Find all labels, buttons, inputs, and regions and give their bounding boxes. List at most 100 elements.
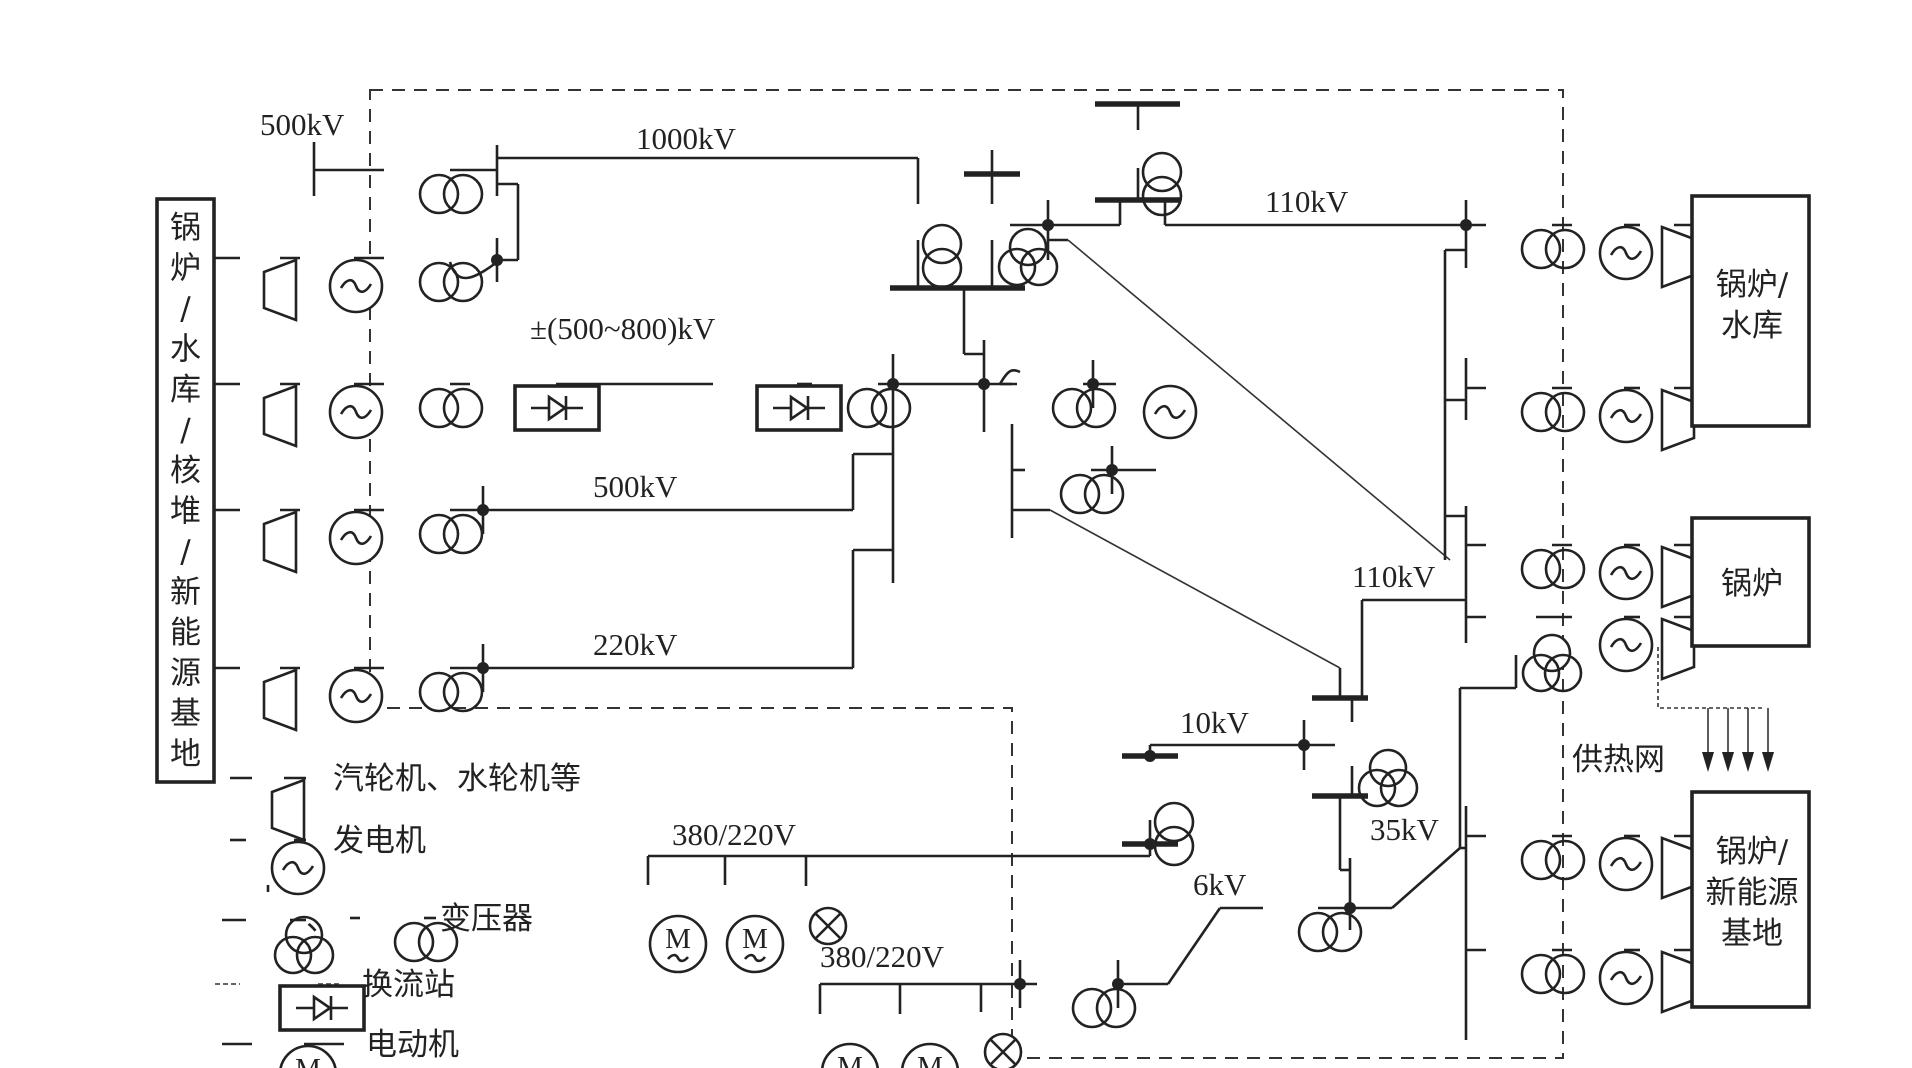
label-110kv-top: 110kV <box>1265 184 1349 219</box>
generator-icon <box>270 840 326 896</box>
box-top-line2: 水库 <box>1721 308 1783 344</box>
label-35kv: 35kV <box>1370 812 1440 847</box>
left-box-char: 库 <box>170 372 201 408</box>
left-box-char: 基 <box>170 696 201 732</box>
transformer-icon <box>846 387 912 429</box>
transformer-icon <box>1520 391 1586 433</box>
motor-icon <box>648 914 708 974</box>
right-110kv-buses <box>1360 200 1518 1040</box>
turbine-icon <box>1660 950 1696 1014</box>
motor-icon <box>820 1042 880 1068</box>
transformer-icon <box>1153 801 1195 867</box>
turbine-icon <box>1660 545 1696 609</box>
transformer-icon <box>1520 953 1586 995</box>
turbine-icon <box>262 510 298 574</box>
legend-transformer: 变压器 <box>440 901 533 937</box>
label-hvdc: ±(500~800)kV <box>530 311 716 346</box>
boiler-newenergy-box <box>1690 790 1811 1009</box>
legend-motor: 电动机 <box>366 1027 459 1063</box>
heat-arrow-icon <box>1742 752 1754 772</box>
right-boxes <box>1690 194 1811 1009</box>
converter-station-icon <box>513 384 601 432</box>
three-winding-transformer-icon <box>1521 633 1583 693</box>
turbine-icon <box>262 258 298 322</box>
boiler-box <box>1690 516 1811 648</box>
transformer-icon <box>1141 151 1183 217</box>
right-box-labels: 锅炉/ 水库 锅炉 锅炉/ 新能源 基地 供热网 <box>1572 267 1799 952</box>
converter-station-icon <box>755 384 843 432</box>
transformer-icon <box>1520 228 1586 270</box>
main-bus <box>851 354 895 668</box>
turbine-icon <box>1660 617 1696 681</box>
heating-network <box>1657 647 1774 772</box>
left-box-char: 锅 <box>170 210 201 246</box>
generator-icon <box>1142 384 1198 440</box>
heating-network-label: 供热网 <box>1572 742 1665 778</box>
box-bot-line3: 基地 <box>1721 916 1783 952</box>
box-bot-line1: 锅炉/ <box>1716 834 1789 870</box>
left-box-char: 能 <box>170 615 201 651</box>
generator-icon <box>1598 617 1654 673</box>
right-generators <box>1520 223 1696 1014</box>
transformer-icon <box>1520 548 1586 590</box>
label-380v-2: 380/220V <box>820 939 945 974</box>
legend-turbine: 汽轮机、水轮机等 <box>333 761 581 797</box>
transformer-icon <box>418 387 484 429</box>
label-1000kv: 1000kV <box>636 121 737 156</box>
label-220kv: 220kV <box>593 627 678 662</box>
heat-arrow-icon <box>1722 752 1734 772</box>
generator-icon <box>328 668 384 724</box>
generator-icon <box>328 510 384 566</box>
line-500kv <box>450 486 853 534</box>
generator-icon <box>1598 836 1654 892</box>
left-box-char: 地 <box>170 737 201 773</box>
legend-converter: 换流站 <box>362 967 455 1003</box>
transformer-icon <box>418 173 484 215</box>
turbine-icon <box>262 668 298 732</box>
motor-icon <box>725 914 785 974</box>
left-generators <box>214 256 501 732</box>
left-box-char: / <box>180 291 191 327</box>
transformer-icon <box>1297 911 1363 953</box>
lamp-icon <box>983 1032 1023 1068</box>
generator-icon <box>1598 388 1654 444</box>
transformer-icon <box>1520 839 1586 881</box>
legend: 汽轮机、水轮机等 发电机 、 变压器 换流站 电动机 <box>215 761 581 1068</box>
transformer-icon <box>418 671 484 713</box>
turbine-icon <box>270 778 306 842</box>
generator-icon <box>1598 545 1654 601</box>
label-500kv-mid: 500kV <box>593 469 678 504</box>
transformer-icon <box>1059 473 1125 515</box>
left-box-char: 炉 <box>170 251 201 287</box>
distribution-section <box>646 668 1461 1068</box>
transformer-icon <box>418 261 484 303</box>
left-box-char: / <box>180 534 191 570</box>
legend-generator: 发电机 <box>333 823 426 859</box>
generator-icon <box>328 258 384 314</box>
transformer-icon <box>418 513 484 555</box>
left-box-char: 源 <box>170 656 201 692</box>
label-500kv-top: 500kV <box>260 107 345 142</box>
turbine-icon <box>262 384 298 448</box>
transformer-icon <box>1071 987 1137 1029</box>
left-box-char: 堆 <box>170 494 201 530</box>
left-box-char: 水 <box>170 332 201 368</box>
motor-icon <box>278 1044 338 1068</box>
label-110kv-mid: 110kV <box>1352 559 1436 594</box>
box-bot-line2: 新能源 <box>1706 875 1799 911</box>
boiler-reservoir-box <box>1690 194 1811 428</box>
legend-transformer-sep: 、 <box>306 902 337 938</box>
uhv-section <box>312 142 920 282</box>
turbine-icon <box>1660 388 1696 452</box>
voltage-labels: 500kV 1000kV ±(500~800)kV 500kV 220kV 11… <box>260 107 1440 974</box>
box-mid-line1: 锅炉 <box>1721 566 1783 602</box>
heat-arrow-icon <box>1762 752 1774 772</box>
transformer-icon <box>1051 387 1117 429</box>
generator-icon <box>328 384 384 440</box>
generator-icon <box>1598 225 1654 281</box>
motor-icon <box>900 1042 960 1068</box>
label-6kv: 6kV <box>1193 867 1247 902</box>
generator-icon <box>1598 950 1654 1006</box>
turbine-icon <box>1660 836 1696 900</box>
